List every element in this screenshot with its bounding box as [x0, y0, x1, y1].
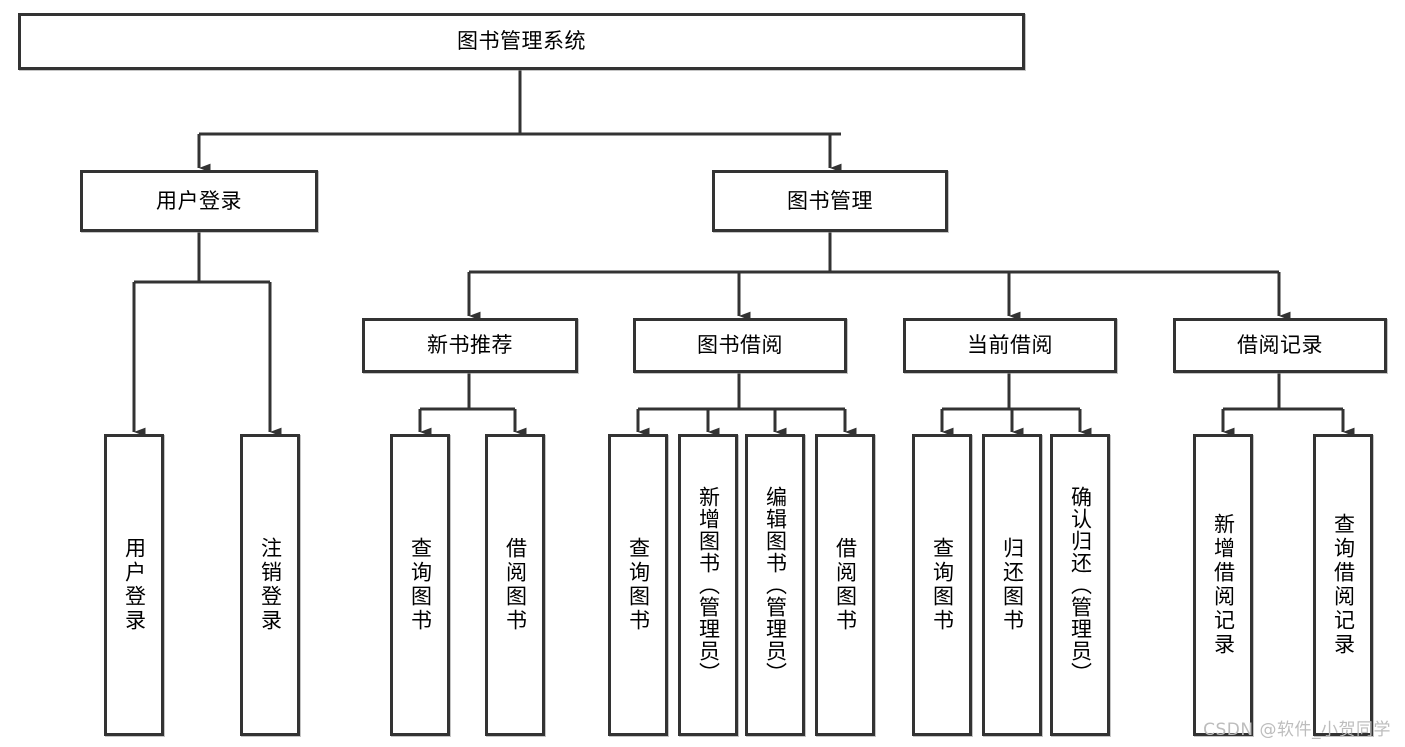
node-leaf-user-login[interactable]: 用户登录 [104, 434, 164, 736]
node-leaf-borrow-book-2-label: 借阅图书 [833, 537, 858, 633]
node-new-book-rec[interactable]: 新书推荐 [362, 318, 578, 373]
node-new-book-rec-label: 新书推荐 [427, 333, 513, 358]
node-leaf-query-book-1[interactable]: 查询图书 [390, 434, 450, 736]
node-leaf-user-logout[interactable]: 注销登录 [240, 434, 300, 736]
node-leaf-borrow-book-1-label: 借阅图书 [503, 537, 528, 633]
node-current-borrow[interactable]: 当前借阅 [903, 318, 1117, 373]
node-leaf-return-book[interactable]: 归还图书 [982, 434, 1042, 736]
node-leaf-borrow-book-1[interactable]: 借阅图书 [485, 434, 545, 736]
node-leaf-user-logout-label: 注销登录 [258, 537, 283, 633]
node-book-borrow-label: 图书借阅 [697, 333, 783, 358]
node-leaf-query-book-1-label: 查询图书 [408, 537, 433, 633]
node-leaf-query-book-3[interactable]: 查询图书 [912, 434, 972, 736]
node-root-label: 图书管理系统 [457, 29, 586, 54]
node-leaf-query-record-label: 查询借阅记录 [1331, 513, 1356, 657]
node-user-login-label: 用户登录 [156, 188, 242, 213]
node-root[interactable]: 图书管理系统 [18, 13, 1025, 70]
node-leaf-add-record[interactable]: 新增借阅记录 [1193, 434, 1253, 736]
node-leaf-confirm-return-label: 确认归还（管理员） [1068, 486, 1093, 684]
node-leaf-query-book-2[interactable]: 查询图书 [608, 434, 668, 736]
node-leaf-user-login-label: 用户登录 [122, 537, 147, 633]
node-leaf-add-book[interactable]: 新增图书（管理员） [678, 434, 738, 736]
node-leaf-edit-book-label: 编辑图书（管理员） [763, 486, 788, 684]
node-leaf-add-book-label: 新增图书（管理员） [696, 486, 721, 684]
node-book-borrow[interactable]: 图书借阅 [633, 318, 847, 373]
node-leaf-query-record[interactable]: 查询借阅记录 [1313, 434, 1373, 736]
node-book-manage[interactable]: 图书管理 [712, 170, 948, 232]
node-borrow-record-label: 借阅记录 [1237, 333, 1323, 358]
node-leaf-query-book-3-label: 查询图书 [930, 537, 955, 633]
watermark-text: CSDN @软件_小贺同学 [1203, 720, 1391, 740]
node-user-login[interactable]: 用户登录 [80, 170, 318, 232]
node-leaf-confirm-return[interactable]: 确认归还（管理员） [1050, 434, 1110, 736]
node-borrow-record[interactable]: 借阅记录 [1173, 318, 1387, 373]
node-leaf-borrow-book-2[interactable]: 借阅图书 [815, 434, 875, 736]
node-current-borrow-label: 当前借阅 [967, 333, 1053, 358]
node-leaf-query-book-2-label: 查询图书 [626, 537, 651, 633]
node-leaf-return-book-label: 归还图书 [1000, 537, 1025, 633]
node-book-manage-label: 图书管理 [787, 188, 873, 213]
node-leaf-edit-book[interactable]: 编辑图书（管理员） [745, 434, 805, 736]
node-leaf-add-record-label: 新增借阅记录 [1211, 513, 1236, 657]
